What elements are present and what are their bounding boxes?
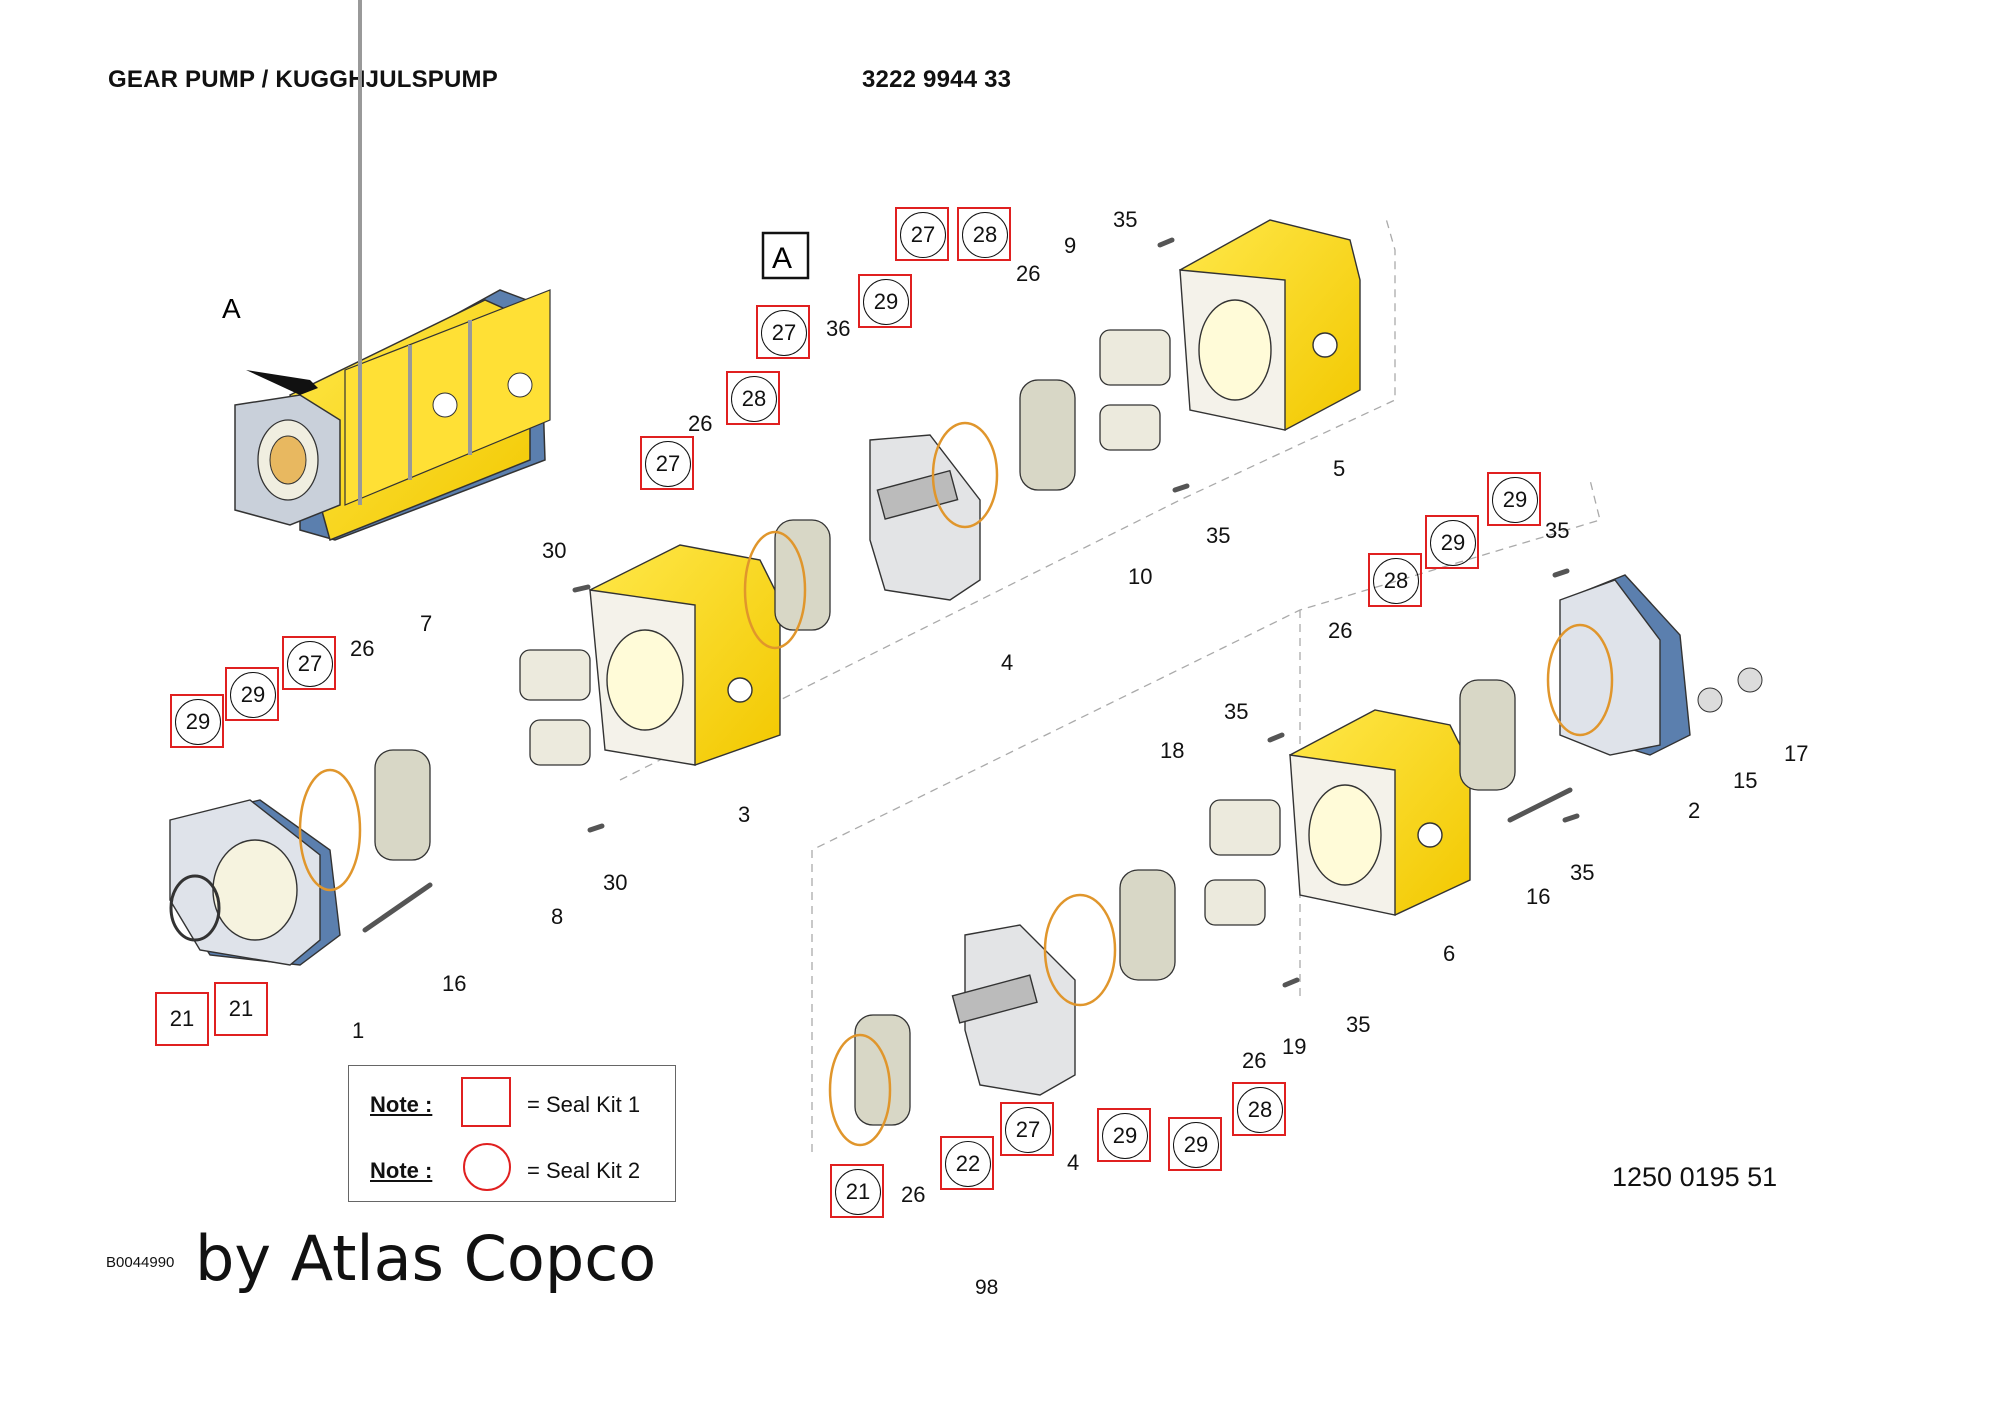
seal-kit-callout: 29 bbox=[858, 274, 912, 328]
note-label: Note : bbox=[370, 1092, 433, 1117]
callout-number: 8 bbox=[551, 904, 564, 929]
seal-kit-callout: 27 bbox=[756, 305, 810, 359]
brand-watermark: by Atlas Copco bbox=[195, 1222, 657, 1295]
callout-number: 9 bbox=[1064, 233, 1077, 258]
part-number: 3222 9944 33 bbox=[862, 66, 1012, 93]
seal-kit-callout: 28 bbox=[726, 371, 780, 425]
seal-kit-callout: 21 bbox=[830, 1164, 884, 1218]
seal-kit-legend: Note : = Seal Kit 1 Note : = Seal Kit 2 bbox=[348, 1065, 676, 1202]
bearing-blocks bbox=[374, 379, 1516, 1126]
callout-number: 1 bbox=[352, 1018, 365, 1043]
view-label: A bbox=[222, 293, 241, 324]
rear-cover-2 bbox=[1559, 574, 1691, 756]
pins bbox=[362, 237, 1580, 988]
seal-kit-1-label: = Seal Kit 1 bbox=[527, 1092, 641, 1117]
seal-kit-callout: 29 bbox=[1425, 515, 1479, 569]
document-code: 1250 0195 51 bbox=[1612, 1162, 1778, 1192]
plate-4-lower bbox=[951, 924, 1076, 1096]
nuts bbox=[1697, 667, 1763, 713]
callout-number: 26 bbox=[688, 411, 713, 436]
housing-6 bbox=[1288, 709, 1471, 916]
callout-number: 10 bbox=[1128, 564, 1153, 589]
callout-number: 26 bbox=[901, 1182, 926, 1207]
callout-number: 35 bbox=[1545, 518, 1570, 543]
callout-number: 2 bbox=[1688, 798, 1701, 823]
seal-kit-callout: 27 bbox=[640, 436, 694, 490]
callout-number: 35 bbox=[1206, 523, 1231, 548]
seal-rings bbox=[298, 421, 1614, 1147]
callout-number: 26 bbox=[1016, 261, 1041, 286]
seal-kit-callout: 27 bbox=[895, 207, 949, 261]
callout-number: 35 bbox=[1346, 1012, 1371, 1037]
seal-kit-callout: 27 bbox=[282, 636, 336, 690]
seal-kit-callout: 29 bbox=[1097, 1108, 1151, 1162]
gears bbox=[519, 329, 1281, 926]
page-number: 98 bbox=[975, 1276, 999, 1299]
front-cover-1 bbox=[169, 799, 341, 966]
callout-number: 35 bbox=[1570, 860, 1595, 885]
seal-kit-callout: 29 bbox=[170, 694, 224, 748]
callout-number: 15 bbox=[1733, 768, 1758, 793]
housing-5 bbox=[1179, 219, 1361, 431]
plate-4-upper bbox=[869, 434, 981, 601]
seal-kit-callout: 29 bbox=[1487, 472, 1541, 526]
assembled-pump: A bbox=[222, 0, 551, 542]
image-code: B0044990 bbox=[106, 1254, 175, 1271]
seal-kit-callout: 22 bbox=[940, 1136, 994, 1190]
callout-number: 19 bbox=[1282, 1034, 1307, 1059]
callout-number: 18 bbox=[1160, 738, 1185, 763]
seal-kit-callout: 28 bbox=[1232, 1082, 1286, 1136]
seal-kit-callout: 28 bbox=[1368, 553, 1422, 607]
seal-kit-callout: 29 bbox=[1168, 1117, 1222, 1171]
callout-number: 30 bbox=[542, 538, 567, 563]
callout-number: 16 bbox=[442, 971, 467, 996]
callout-number: 26 bbox=[1328, 618, 1353, 643]
circle-marker-icon bbox=[463, 1143, 511, 1191]
note-label: Note : bbox=[370, 1158, 433, 1183]
callout-number: 16 bbox=[1526, 884, 1551, 909]
seal-kit-callout: 21 bbox=[214, 982, 268, 1036]
page-title: GEAR PUMP / KUGGHJULSPUMP bbox=[108, 66, 498, 93]
square-marker-icon bbox=[461, 1077, 511, 1127]
seal-kit-callout: 29 bbox=[225, 667, 279, 721]
seal-kit-callout: 21 bbox=[155, 992, 209, 1046]
callout-number: 26 bbox=[350, 636, 375, 661]
seal-kit-callout: 28 bbox=[957, 207, 1011, 261]
seal-kit-callout: 27 bbox=[1000, 1102, 1054, 1156]
housing-3 bbox=[589, 544, 781, 766]
callout-number: 30 bbox=[603, 870, 628, 895]
callout-number: 35 bbox=[1113, 207, 1138, 232]
seal-kit-2-label: = Seal Kit 2 bbox=[527, 1158, 641, 1183]
assembly-outline bbox=[619, 214, 1601, 1152]
callout-number: 26 bbox=[1242, 1048, 1267, 1073]
callout-number: 6 bbox=[1443, 941, 1456, 966]
callout-number: 7 bbox=[420, 611, 433, 636]
callout-number: 4 bbox=[1067, 1150, 1080, 1175]
callout-number: 17 bbox=[1784, 741, 1809, 766]
view-label-box: A bbox=[772, 242, 792, 275]
callout-number: 3 bbox=[738, 802, 751, 827]
callout-number: 4 bbox=[1001, 650, 1014, 675]
callout-number: 36 bbox=[826, 316, 851, 341]
callout-number: 35 bbox=[1224, 699, 1249, 724]
callout-number: 5 bbox=[1333, 456, 1346, 481]
